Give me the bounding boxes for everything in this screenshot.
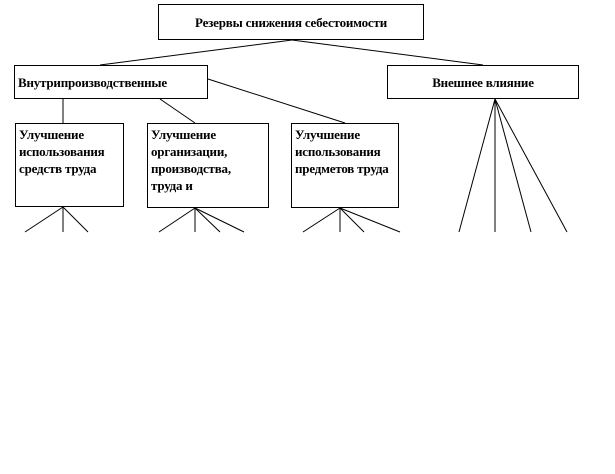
stub-child3-c xyxy=(339,207,365,233)
stub-child3-a xyxy=(302,207,341,233)
internal-branch-label: Внутрипроизводственные xyxy=(18,74,167,90)
connector-root-external xyxy=(291,39,484,66)
fan-external-a xyxy=(458,98,496,233)
connector-root-internal xyxy=(99,39,293,66)
child-box-1: Улучшение использования средств труда xyxy=(15,123,124,207)
stub-child1-c xyxy=(62,206,89,233)
internal-branch-box: Внутрипроизводственные xyxy=(14,65,208,99)
stub-child2-c xyxy=(194,207,221,233)
fan-external-d xyxy=(494,98,568,233)
connector-internal-child3 xyxy=(207,78,346,124)
connector-internal-child2 xyxy=(159,98,196,124)
external-branch-label: Внешнее влияние xyxy=(432,74,534,90)
child-label-1: Улучшение использования средств труда xyxy=(19,127,105,176)
root-box: Резервы снижения себестоимости xyxy=(158,4,424,40)
external-branch-box: Внешнее влияние xyxy=(387,65,579,99)
stub-child3-d xyxy=(339,207,401,233)
root-label: Резервы снижения себестоимости xyxy=(195,14,387,30)
fan-external-c xyxy=(494,98,532,233)
child-label-3: Улучшение использования предметов труда xyxy=(295,127,389,176)
child-label-2: Улучшение организации, производства, тру… xyxy=(151,127,231,193)
child-box-3: Улучшение использования предметов труда xyxy=(291,123,399,208)
stub-child2-d xyxy=(194,207,245,233)
stub-child2-a xyxy=(158,207,196,233)
stub-child1-a xyxy=(24,206,64,233)
child-box-2: Улучшение организации, производства, тру… xyxy=(147,123,269,208)
